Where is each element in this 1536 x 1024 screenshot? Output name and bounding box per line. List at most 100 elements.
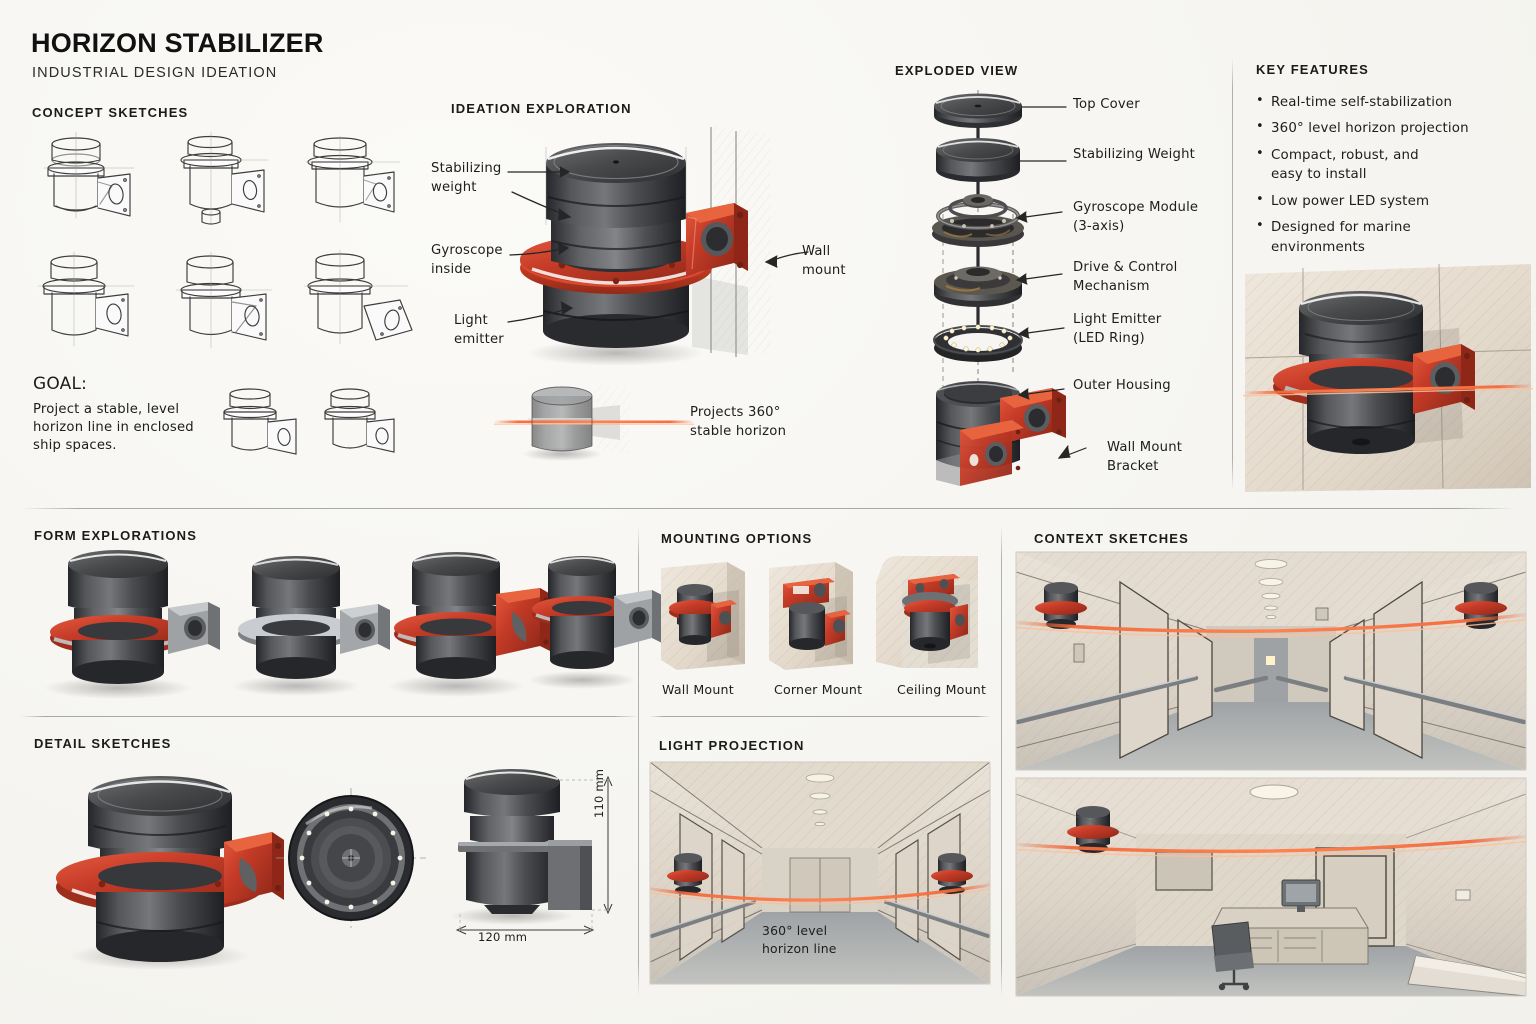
key-features-list: Real-time self-stabilization 360° level … <box>1256 92 1506 264</box>
page-title: HORIZON STABILIZER <box>31 28 324 58</box>
ideation-main-illustration <box>520 125 771 366</box>
key-feature-item: Low power LED system <box>1256 191 1506 211</box>
mounting-option-label-corner: Corner Mount <box>774 682 863 697</box>
exploded-view-illustration <box>932 90 1066 486</box>
context-sketch-corridor <box>1015 551 1527 771</box>
ideation-leader-lines <box>507 166 809 323</box>
exploded-label-4-line1: Light Emitter <box>1073 312 1162 327</box>
section-heading-light-projection: LIGHT PROJECTION <box>659 738 805 753</box>
context-sketch-cabin <box>1015 777 1527 997</box>
divider-horizontal-main <box>20 508 1516 509</box>
exploded-label-2-line2: (3-axis) <box>1073 218 1125 234</box>
mounting-option-label-ceiling: Ceiling Mount <box>897 682 987 697</box>
gyroscope-line2: inside <box>431 261 472 277</box>
key-feature-3-a: Low power LED system <box>1271 193 1430 209</box>
concept-sketch-grid <box>37 131 413 349</box>
gyroscope-line1: Gyroscope <box>431 243 503 258</box>
projects-line2: stable horizon <box>690 423 787 439</box>
exploded-label-stabilizing-weight: Stabilizing Weight <box>1073 146 1195 165</box>
key-feature-item: Real-time self-stabilization <box>1256 92 1506 112</box>
cabin-device <box>1067 806 1119 853</box>
light-projection-caption-line2: horizon line <box>762 940 837 956</box>
divider-vertical-mounting <box>638 526 639 996</box>
exploded-label-light-emitter: Light Emitter (LED Ring) <box>1073 311 1161 348</box>
exploded-label-2-line1: Gyroscope Module <box>1073 200 1199 215</box>
projects-line1: Projects 360° <box>690 405 781 420</box>
light-emitter-line1: Light <box>454 313 488 328</box>
detail-sketch-main <box>56 776 284 970</box>
detail-sketch-side-view <box>450 769 613 935</box>
divider-horizontal-mounting <box>650 716 990 717</box>
stabilizing-weight-line1: Stabilizing <box>431 161 502 176</box>
wall-mount-line1: Wall <box>802 244 831 259</box>
key-feature-0-a: Real-time self-stabilization <box>1271 95 1453 110</box>
exploded-label-gyroscope-module: Gyroscope Module (3-axis) <box>1073 199 1198 236</box>
section-heading-key-features: KEY FEATURES <box>1256 62 1370 77</box>
goal-label: GOAL: <box>33 374 88 394</box>
stabilizing-weight-line2: weight <box>431 179 477 195</box>
light-emitter-line2: emitter <box>454 331 504 347</box>
part-led-ring <box>933 324 1023 362</box>
key-feature-2-b: easy to install <box>1271 167 1367 183</box>
divider-horizontal-lower <box>20 716 638 717</box>
section-heading-mounting-options: MOUNTING OPTIONS <box>661 531 813 546</box>
section-heading-ideation: IDEATION EXPLORATION <box>451 101 632 116</box>
exploded-label-6-line1: Wall Mount <box>1107 440 1183 455</box>
key-feature-item: Compact, robust, and easy to install <box>1256 145 1506 185</box>
key-feature-2-a: Compact, robust, and <box>1271 147 1419 163</box>
dimension-width-label: 120 mm <box>478 930 528 944</box>
key-feature-item: 360° level horizon projection <box>1256 118 1506 138</box>
goal-line-1: Project a stable, level <box>33 402 180 417</box>
section-heading-exploded-view: EXPLODED VIEW <box>895 63 1019 78</box>
goal-line-2: horizon line in enclosed <box>33 420 194 435</box>
section-heading-context-sketches: CONTEXT SKETCHES <box>1034 531 1189 546</box>
exploded-label-4-line2: (LED Ring) <box>1073 330 1145 346</box>
divider-vertical-context <box>1001 526 1002 996</box>
form-explorations-row <box>44 550 664 699</box>
exploded-leader-lines <box>1015 106 1087 459</box>
exploded-label-0-line1: Top Cover <box>1073 97 1140 112</box>
context-device-right <box>1455 582 1507 629</box>
exploded-label-3-line2: Mechanism <box>1073 278 1150 294</box>
ideation-label-light-emitter: Light emitter <box>454 312 504 349</box>
exploded-label-1-line1: Stabilizing Weight <box>1073 147 1196 162</box>
mounting-option-label-wall: Wall Mount <box>662 682 734 697</box>
light-projection-corridor <box>649 761 991 985</box>
key-feature-4-b: environments <box>1271 239 1366 255</box>
exploded-label-3-line1: Drive & Control <box>1073 260 1178 275</box>
part-wall-mount-bracket <box>936 388 1066 486</box>
exploded-label-top-cover: Top Cover <box>1073 96 1140 115</box>
goal-line-3: ship spaces. <box>33 438 117 453</box>
light-projection-caption-line1: 360° level <box>762 923 828 938</box>
ideation-label-stabilizing-weight: Stabilizing weight <box>431 160 502 197</box>
page-subtitle: INDUSTRIAL DESIGN IDEATION <box>32 65 278 81</box>
divider-vertical-keyfeatures <box>1232 58 1233 490</box>
exploded-label-wall-mount-bracket: Wall Mount Bracket <box>1107 439 1182 476</box>
mounting-card-wall <box>661 562 745 670</box>
ideation-label-gyroscope: Gyroscope inside <box>431 242 503 279</box>
detail-sketch-top-view <box>276 788 426 928</box>
exploded-label-6-line2: Bracket <box>1107 458 1159 474</box>
mounting-card-ceiling <box>876 556 978 668</box>
mounting-card-corner <box>769 562 853 670</box>
part-drive-control <box>934 266 1022 307</box>
wall-mount-line2: mount <box>802 262 846 278</box>
part-gyroscope-module <box>932 194 1024 247</box>
projects-horizon-label: Projects 360° stable horizon <box>690 404 786 441</box>
corridor-device-left <box>667 853 709 894</box>
key-feature-4-a: Designed for marine <box>1271 220 1411 236</box>
concept-outline-pair <box>223 388 395 455</box>
exploded-label-drive-control: Drive & Control Mechanism <box>1073 259 1178 296</box>
key-features-hero-sketch <box>1242 263 1533 492</box>
dimension-height-label: 110 mm <box>592 768 606 818</box>
horizon-projection-sketch <box>494 384 694 461</box>
light-projection-caption: 360° level horizon line <box>762 922 837 958</box>
exploded-label-5-line1: Outer Housing <box>1073 378 1171 393</box>
ideation-label-wall-mount: Wall mount <box>802 243 846 280</box>
section-heading-concept-sketches: CONCEPT SKETCHES <box>32 105 189 120</box>
key-feature-1-a: 360° level horizon projection <box>1271 121 1469 137</box>
part-stabilizing-weight <box>936 138 1020 182</box>
exploded-label-outer-housing: Outer Housing <box>1073 377 1171 396</box>
key-feature-item: Designed for marine environments <box>1256 217 1506 257</box>
